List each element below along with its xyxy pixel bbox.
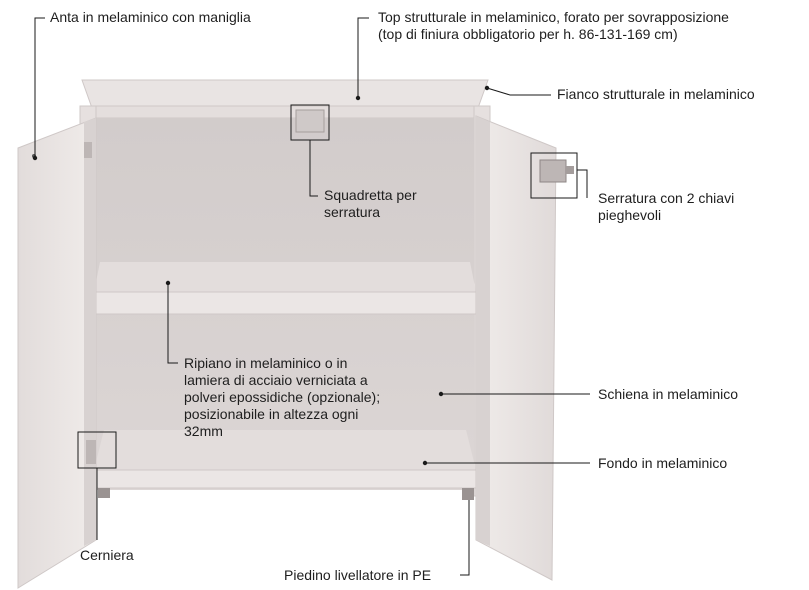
label-squadretta-line1: Squadretta per: [324, 187, 417, 203]
leader-lines: [34, 17, 590, 576]
leader-anta: [34, 17, 45, 158]
label-ripiano-line4: posizionabile in altezza ogni: [184, 406, 359, 422]
door-lock-key: [566, 166, 574, 174]
shelf-top: [94, 262, 476, 292]
label-serratura-line2: pieghevoli: [598, 207, 662, 223]
bottom-panel: [94, 430, 476, 470]
dot-fondo: [422, 460, 428, 466]
label-piedino: Piedino livellatore in PE: [284, 567, 432, 583]
serratura-box: [530, 152, 578, 199]
label-fondo: Fondo in melaminico: [598, 455, 728, 471]
foot-left: [98, 488, 110, 498]
label-top-line2: (top di finiura obbligatorio per h. 86-1…: [378, 26, 678, 42]
label-ripiano-line5: 32mm: [184, 423, 223, 439]
dot-anta: [32, 155, 38, 161]
dot-schiena: [438, 391, 444, 397]
door-lock: [539, 159, 567, 183]
label-ripiano-line3: polveri epossidiche (opzionale);: [184, 389, 381, 405]
top-front-edge: [79, 105, 491, 119]
dot-top: [355, 95, 361, 101]
shelf-front: [93, 291, 477, 315]
leader-piedino: [460, 500, 470, 576]
label-schiena: Schiena in melaminico: [598, 386, 739, 402]
leader-squadretta: [309, 140, 318, 197]
label-serratura-line1: Serratura con 2 chiavi: [598, 190, 735, 206]
label-fianco: Fianco strutturale in melaminico: [557, 86, 755, 102]
label-squadretta-line2: serratura: [324, 204, 381, 220]
label-anta: Anta in melaminico con maniglia: [50, 9, 251, 25]
dot-ripiano: [165, 280, 171, 286]
hinge-left-top: [84, 142, 92, 158]
leader-serratura: [577, 169, 588, 198]
label-top-line1: Top strutturale in melaminico, forato pe…: [378, 9, 729, 25]
lock-bracket: [295, 109, 325, 133]
leader-top: [357, 17, 369, 98]
bottom-front: [93, 469, 477, 489]
leader-ripiano: [167, 283, 178, 364]
top-panel: [81, 79, 489, 109]
left-door: [17, 117, 97, 589]
label-cerniera: Cerniera: [80, 547, 134, 563]
dot-fianco: [484, 85, 490, 91]
label-ripiano-line1: Ripiano in melaminico o in: [184, 355, 348, 371]
leader-fianco: [486, 87, 551, 96]
foot-right: [462, 488, 474, 500]
hinge-left-bottom: [86, 440, 96, 464]
right-door: [475, 115, 574, 581]
label-ripiano-line2: lamiera di acciaio verniciata a: [184, 372, 368, 388]
anchor-dots: [32, 85, 490, 466]
cabinet: [79, 79, 491, 500]
